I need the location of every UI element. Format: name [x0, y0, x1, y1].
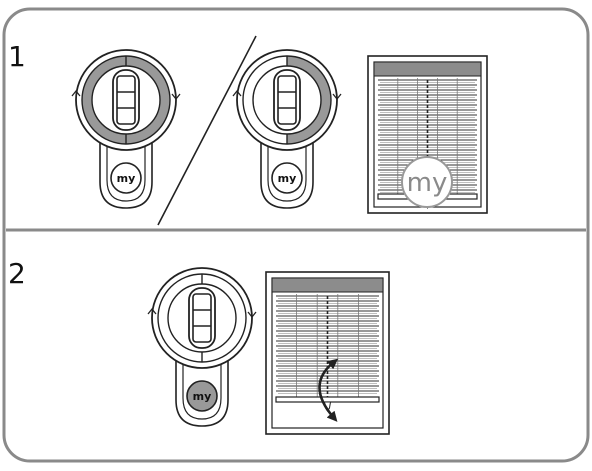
venetian-blind-step2 — [265, 271, 390, 435]
remote-body-inner — [267, 137, 307, 202]
down-chevron-icon — [247, 311, 257, 319]
my-button — [110, 162, 142, 194]
remote-ring-highlight — [286, 56, 331, 144]
step-1-number: 1 — [8, 40, 26, 73]
my-button-label: my — [278, 172, 297, 185]
remote-control-step1-a: my — [71, 49, 181, 209]
my-overlay-label: my — [407, 168, 448, 198]
up-chevron-icon — [147, 307, 157, 315]
blind-bottom-rail — [275, 396, 380, 403]
down-chevron-icon — [332, 93, 342, 101]
my-button — [271, 162, 303, 194]
my-button-label: my — [193, 390, 212, 403]
remote-selector-screen — [277, 75, 297, 125]
up-chevron-icon — [71, 89, 81, 97]
up-chevron-icon — [232, 89, 242, 97]
my-overlay-badge — [401, 156, 453, 208]
remote-body-inner — [106, 137, 146, 202]
tilt-arrow-icon — [318, 358, 339, 422]
step-2-number: 2 — [8, 257, 26, 290]
remote-selector-screen — [192, 293, 212, 343]
blind-head-rail — [271, 277, 384, 293]
venetian-blind-step1: my — [367, 55, 488, 214]
or-separator-slash — [157, 35, 257, 226]
blind-head-rail — [373, 61, 482, 77]
my-button — [186, 380, 218, 412]
remote-body-inner — [182, 355, 222, 420]
my-button-label: my — [117, 172, 136, 185]
remote-control-step1-b: my — [232, 49, 342, 209]
remote-selector-screen — [116, 75, 136, 125]
remote-control-step2: my — [147, 267, 257, 427]
down-chevron-icon — [171, 93, 181, 101]
